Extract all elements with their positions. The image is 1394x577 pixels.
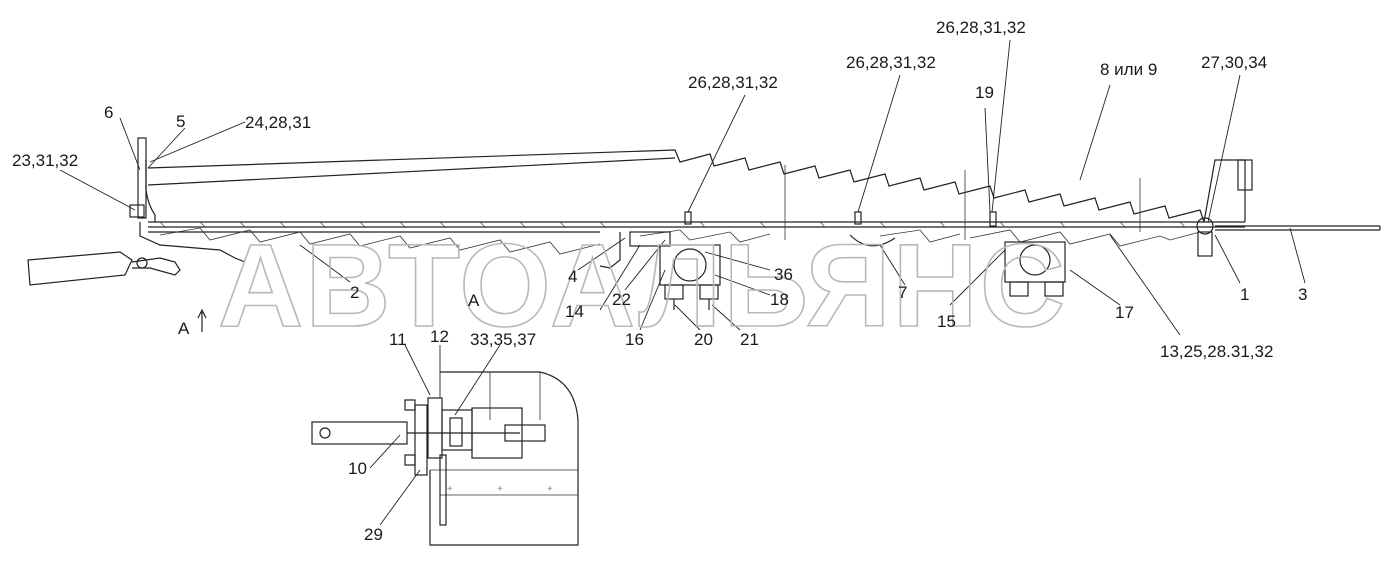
callout-21: 21 bbox=[740, 330, 759, 349]
callout-13-25-28-31-32: 13,25,28.31,32 bbox=[1160, 342, 1273, 361]
callout-26-28-31-32-a: 26,28,31,32 bbox=[688, 73, 778, 92]
callout-20: 20 bbox=[694, 330, 713, 349]
detail-view-a: + + + bbox=[311, 371, 579, 546]
callout-27-30-34: 27,30,34 bbox=[1201, 53, 1267, 72]
callout-8-9: 8 или 9 bbox=[1100, 60, 1157, 79]
callout-10: 10 bbox=[348, 459, 367, 478]
right-end-assembly bbox=[1196, 217, 1381, 257]
callout-23-31-32: 23,31,32 bbox=[12, 151, 78, 170]
callout-2: 2 bbox=[350, 283, 359, 302]
callout-24-28-31: 24,28,31 bbox=[245, 113, 311, 132]
main-assembly bbox=[147, 149, 1253, 255]
callout-26-28-31-32-b: 26,28,31,32 bbox=[846, 53, 936, 72]
callout-4: 4 bbox=[568, 267, 577, 286]
callout-12: 12 bbox=[430, 327, 449, 346]
callout-6: 6 bbox=[104, 103, 113, 122]
callout-22: 22 bbox=[612, 290, 631, 309]
svg-text:+: + bbox=[447, 484, 453, 495]
view-label: А bbox=[468, 291, 480, 310]
callout-19: 19 bbox=[975, 83, 994, 102]
callout-11: 11 bbox=[389, 330, 407, 349]
callout-17: 17 bbox=[1115, 303, 1134, 322]
callout-29: 29 bbox=[364, 525, 383, 544]
callout-15: 15 bbox=[937, 312, 956, 331]
callout-16: 16 bbox=[625, 330, 644, 349]
leader-lines bbox=[59, 39, 1306, 526]
svg-text:+: + bbox=[547, 484, 553, 495]
callout-36: 36 bbox=[774, 265, 793, 284]
callout-18: 18 bbox=[770, 290, 789, 309]
view-arrow-a bbox=[197, 308, 207, 332]
callout-14: 14 bbox=[565, 302, 584, 321]
left-end-assembly bbox=[27, 137, 246, 286]
view-arrow-label: А bbox=[178, 319, 190, 338]
callout-labels: 6 5 24,28,31 23,31,32 2 4 14 22 16 26,28… bbox=[12, 18, 1307, 544]
callout-5: 5 bbox=[176, 112, 185, 131]
centre-mounts bbox=[599, 211, 1066, 310]
svg-text:+: + bbox=[497, 484, 503, 495]
floor-hatching bbox=[159, 221, 1186, 228]
callout-1: 1 bbox=[1240, 285, 1249, 304]
callout-3: 3 bbox=[1298, 285, 1307, 304]
callout-33-35-37: 33,35,37 bbox=[470, 330, 536, 349]
watermark: АВТОАЛЬЯНС bbox=[218, 220, 1067, 352]
callout-7: 7 bbox=[898, 283, 907, 302]
callout-26-28-31-32-c: 26,28,31,32 bbox=[936, 18, 1026, 37]
